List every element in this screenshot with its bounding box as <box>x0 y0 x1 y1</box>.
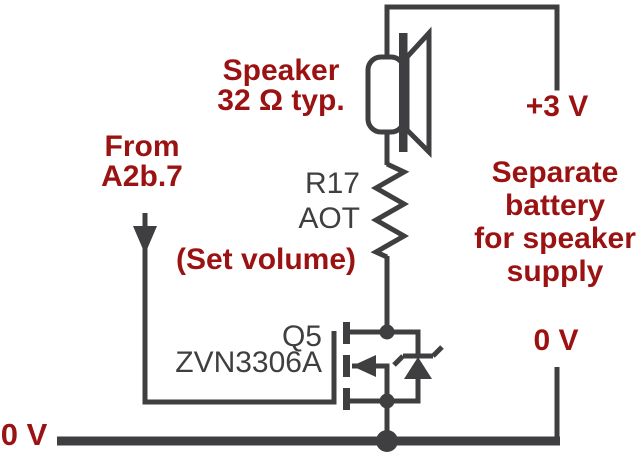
mosfet-channel-mid <box>343 355 350 377</box>
resistor-value: AOT <box>298 202 360 235</box>
mosfet-channel-top <box>343 322 350 344</box>
mosfet-channel-bottom <box>343 388 350 410</box>
transistor-ref: Q5 <box>281 320 322 353</box>
resistor-ref: R17 <box>304 167 360 200</box>
battery-note-line3: for speaker <box>474 222 636 255</box>
resistor-label: R17 AOT <box>240 166 360 236</box>
input-source-label: From A2b.7 <box>67 132 217 192</box>
transistor-label: Q5 ZVN3306A <box>122 320 322 379</box>
gate-input-wire <box>133 213 337 405</box>
speaker-impedance: 32 Ω typ. <box>217 84 345 117</box>
zener-bar-ticks <box>392 345 444 367</box>
battery-note: Separate battery for speaker supply <box>455 156 641 288</box>
ground-rail-wire <box>57 367 560 446</box>
signal-direction-arrow <box>133 226 157 254</box>
battery-note-line2: battery <box>504 189 606 222</box>
resistor-symbol <box>370 161 410 260</box>
transistor-part: ZVN3306A <box>175 346 322 379</box>
speaker-label: Speaker 32 Ω typ. <box>151 56 411 116</box>
speaker-name: Speaker <box>222 54 340 87</box>
mosfet-body-arrow <box>352 355 376 377</box>
speaker-diaphragm <box>399 33 408 152</box>
input-source-line2: A2b.7 <box>101 160 183 193</box>
zener-anode-triangle <box>404 357 432 379</box>
drain-junction-dot <box>379 324 395 340</box>
battery-note-line1: Separate <box>491 156 619 189</box>
positive-supply-wire <box>384 4 560 91</box>
set-volume-note: (Set volume) <box>176 243 357 276</box>
zener-diode-symbol <box>387 329 444 404</box>
zero-volt-supply-label: 0 V <box>533 324 579 357</box>
battery-note-line4: supply <box>506 255 604 288</box>
ground-rail-label: 0 V <box>0 417 48 452</box>
speaker-symbol <box>365 26 432 159</box>
positive-supply-label: +3 V <box>525 90 589 123</box>
input-source-line1: From <box>104 130 180 163</box>
